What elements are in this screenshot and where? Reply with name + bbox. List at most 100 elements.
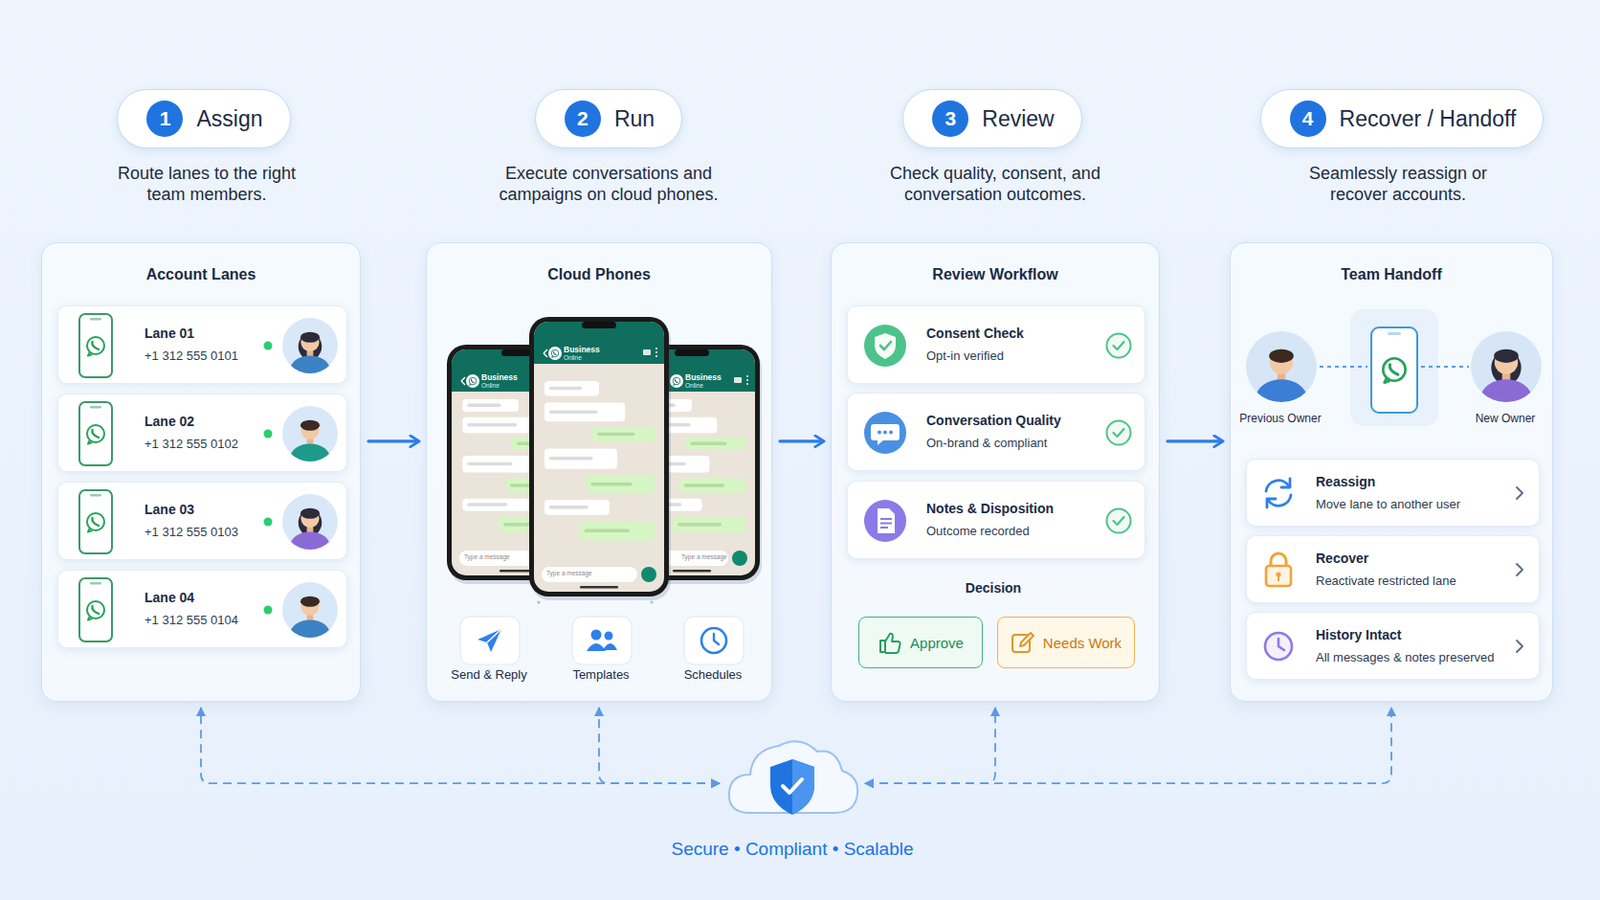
step-pill: 1 Assign [116,88,290,149]
button-icon [877,629,903,655]
card-text: Lane 01 +1 312 555 0101 [144,324,239,365]
card-title: Consent Check [926,324,1024,342]
hcard-icon [1246,459,1541,528]
card-title: Reassign [1315,472,1461,490]
card-subtitle: Reactivate restricted lane [1315,572,1457,590]
panel-title: Team Handoff [1230,266,1553,284]
phone-status: Online [563,354,582,362]
stage-panel: Review WorkflowConsent CheckOpt-in verif… [830,242,1160,702]
tool-label: Schedules [684,666,743,682]
card-title: Lane 01 [144,324,239,342]
card-subtitle: +1 312 555 0101 [144,347,239,365]
panel-title: Cloud Phones [426,266,772,284]
lane-card: Lane 03 +1 312 555 0103 [57,481,348,560]
lane-card: Lane 01 +1 312 555 0101 [57,305,348,384]
card-title: Notes & Disposition [926,499,1054,517]
card-text: RecoverReactivate restricted lane [1315,549,1457,590]
card-text: Lane 03 +1 312 555 0103 [144,500,239,541]
card-subtitle: Opt-in verified [926,347,1024,365]
cloud-phones-illustration [426,243,774,703]
handoff-card: RecoverReactivate restricted lane [1245,534,1540,603]
button-label: Needs Work [1043,634,1122,651]
handoff-card: History IntactAll messages & notes prese… [1245,611,1540,680]
card-text: Notes & DispositionOutcome recorded [926,499,1054,540]
card-subtitle: All messages & notes preserved [1315,648,1494,667]
card-text: Conversation QualityOn-brand & compliant [926,411,1062,452]
step-number: 3 [932,100,969,137]
decision-button: Approve [858,616,983,668]
shield-cloud-icon [723,730,862,819]
card-title: Lane 03 [144,500,239,518]
phone-header: Business [685,372,722,382]
card-subtitle: +1 312 555 0104 [144,611,239,629]
lane-card: Lane 02 +1 312 555 0102 [57,393,348,472]
stage-panel: Account LanesLane 01+1 312 555 0101Lane … [41,242,361,702]
lane-icon [58,306,349,385]
phone-header: Business [563,344,600,355]
card-title: Recover [1315,549,1457,567]
review-card: Notes & DispositionOutcome recorded [846,480,1146,559]
step-description: Check quality, consent, and conversation… [880,162,1111,205]
owner-label: Previous Owner [1239,411,1321,425]
dashed-connector [200,707,720,783]
step-number: 1 [146,100,183,137]
step-number: 4 [1289,100,1327,137]
step-title: Review [981,106,1054,133]
card-title: Conversation Quality [926,411,1062,429]
step-pill: 4 Recover / Handoff [1260,88,1545,149]
button-label: Approve [910,634,964,651]
button-icon [1010,629,1036,655]
flow-arrow [1167,439,1223,443]
security-cloud: Secure • Compliant • Scalable [723,730,862,819]
phone-input: Type a message [681,553,728,561]
card-subtitle: +1 312 555 0103 [144,523,239,541]
card-text: Lane 04 +1 312 555 0104 [144,588,239,629]
tool-label: Send & Reply [450,666,528,682]
tool-label: Templates [572,666,629,682]
stage-panel: Cloud Phones [425,242,773,702]
card-text: Lane 02 +1 312 555 0102 [144,412,239,453]
phone-header: Business [481,372,518,382]
card-icon [847,481,1147,560]
review-card: Consent CheckOpt-in verified [846,305,1146,384]
hcard-icon [1246,612,1541,681]
card-subtitle: Outcome recorded [926,522,1054,540]
step-pill: 2 Run [534,88,683,149]
stage-panel: Team HandoffReassignMove lane to another… [1229,242,1554,702]
step-pill: 3 Review [902,88,1082,149]
lane-icon [58,482,349,561]
card-subtitle: +1 312 555 0102 [144,435,239,453]
card-title: Lane 02 [144,412,239,430]
step-title: Run [614,106,655,133]
panel-title: Review Workflow [831,266,1159,284]
flow-arrow [779,439,823,443]
dashed-connector [865,707,1392,783]
step-title: Assign [196,106,263,133]
owner-label: New Owner [1475,411,1536,425]
dashed-connector [865,707,996,783]
phone-status: Online [685,381,704,390]
card-title: Lane 04 [144,588,239,606]
card-text: ReassignMove lane to another user [1315,472,1461,513]
step-title: Recover / Handoff [1339,106,1517,133]
card-text: History IntactAll messages & notes prese… [1315,625,1494,667]
security-caption: Secure • Compliant • Scalable [670,838,913,860]
card-icon [847,306,1147,385]
phone-input: Type a message [546,569,593,578]
card-subtitle: Move lane to another user [1315,495,1461,513]
step-number: 2 [564,100,601,137]
decision-label: Decision [965,579,1022,596]
lane-icon [58,394,349,473]
card-icon [847,393,1147,472]
handoff-card: ReassignMove lane to another user [1245,458,1540,527]
step-description: Seamlessly reassign or recover accounts. [1295,162,1502,205]
hcard-icon [1246,535,1541,604]
card-title: History Intact [1315,625,1494,644]
review-card: Conversation QualityOn-brand & compliant [846,392,1146,471]
decision-button: Needs Work [997,616,1135,668]
step-description: Route lanes to the right team members. [111,162,303,205]
card-text: Consent CheckOpt-in verified [926,324,1024,365]
dashed-connector [599,707,720,783]
flow-arrow [368,439,419,443]
